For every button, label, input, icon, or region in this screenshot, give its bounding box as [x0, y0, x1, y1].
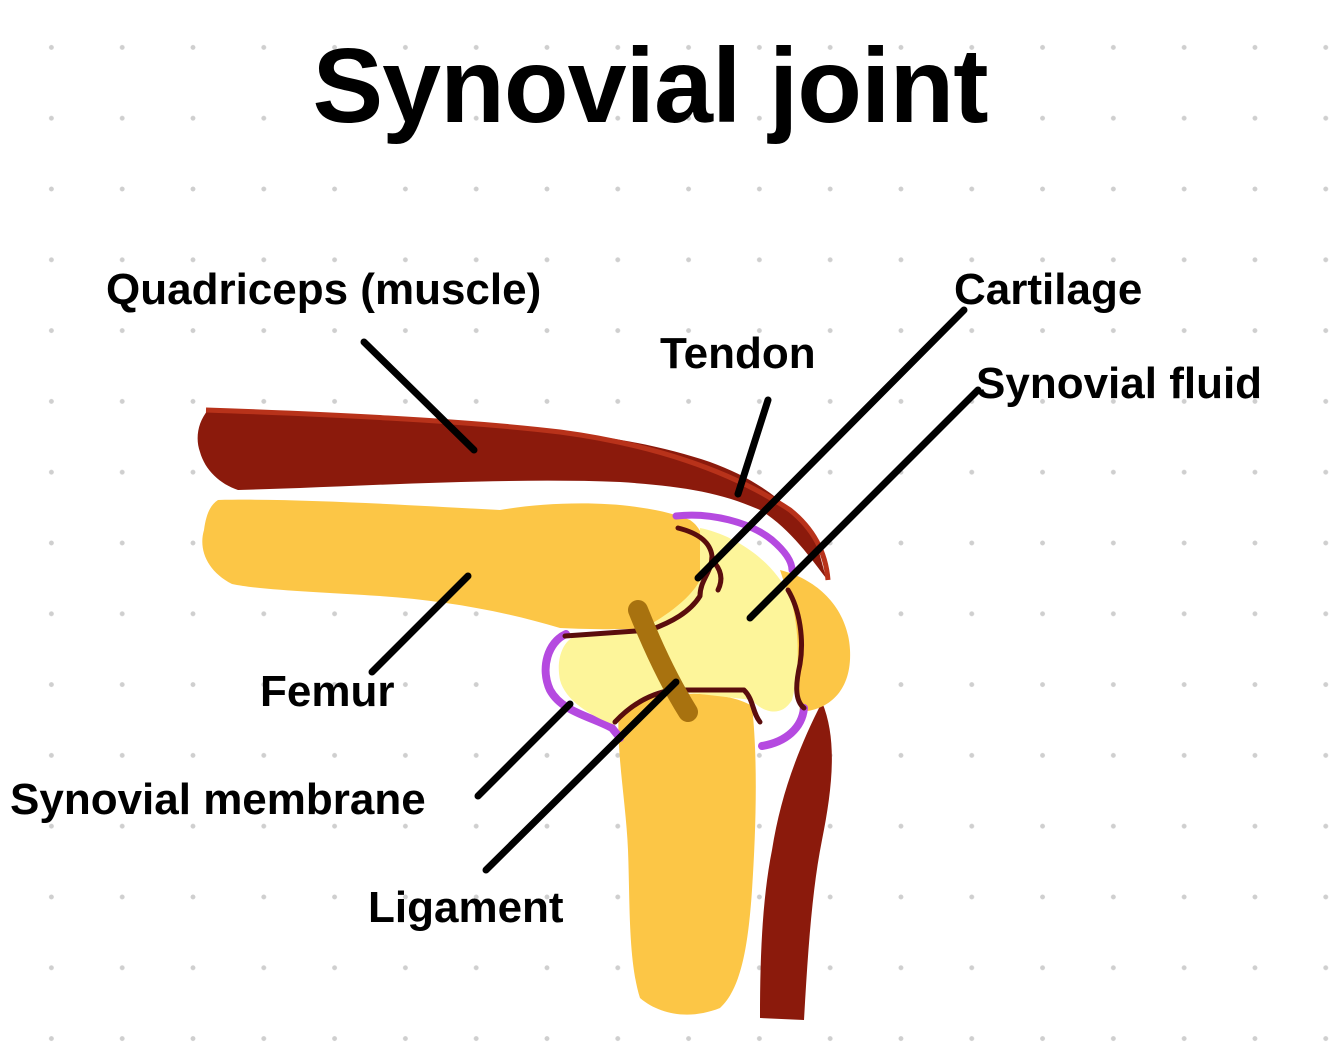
lower-leg-muscle: [760, 702, 832, 1020]
label-femur: Femur: [260, 667, 395, 716]
leader-ligament: [482, 678, 680, 874]
label-synovial-membrane: Synovial membrane: [10, 775, 426, 824]
label-tendon: Tendon: [660, 329, 816, 378]
ligament-band: [628, 600, 698, 722]
cartilage-outline-femur: [562, 525, 715, 639]
quadriceps-edge: [205, 407, 831, 581]
label-cartilage: Cartilage: [954, 265, 1143, 314]
quadriceps-muscle: [197, 410, 826, 578]
label-synovial-fluid: Synovial fluid: [976, 359, 1263, 408]
leader-synovial-membrane: [474, 700, 574, 800]
label-quadriceps: Quadriceps (muscle): [106, 265, 542, 314]
leader-femur: [368, 572, 472, 676]
tibia-bone: [618, 693, 756, 1015]
leader-quadriceps: [360, 338, 478, 454]
cartilage-outline-patella: [785, 587, 807, 711]
diagram-title: Synovial joint: [312, 27, 988, 145]
synovial-fluid-region: [558, 528, 798, 725]
synovial-membrane-lower-right: [758, 704, 808, 750]
synovial-membrane-upper: [672, 511, 796, 574]
femur-bone: [202, 499, 706, 630]
synovial-membrane-lower-left: [541, 630, 624, 742]
leader-tendon: [734, 396, 772, 498]
label-ligament: Ligament: [368, 883, 564, 932]
leader-synovial-fluid: [746, 386, 982, 622]
leader-cartilage: [694, 306, 968, 582]
